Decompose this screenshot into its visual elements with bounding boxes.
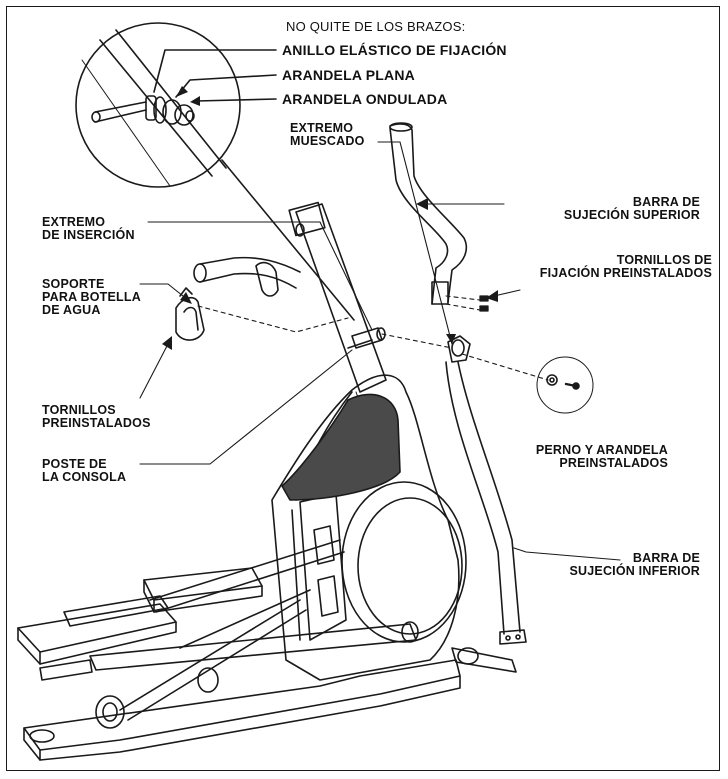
console-mast bbox=[288, 201, 387, 393]
label-arandela-ondulada: ARANDELA ONDULADA bbox=[282, 91, 448, 107]
set-screws bbox=[479, 295, 489, 312]
lower-handlebar-arm bbox=[445, 335, 527, 645]
insertion-end-stub bbox=[351, 327, 386, 349]
label-perno-arandela: PERNO Y ARANDELA PREINSTALADOS bbox=[535, 443, 668, 470]
label-barra-inferior: BARRA DE SUJECIÓN INFERIOR bbox=[569, 551, 700, 578]
label-barra-superior: BARRA DE SUJECIÓN SUPERIOR bbox=[563, 195, 700, 222]
detail-leader-line bbox=[221, 159, 355, 321]
pedal-right bbox=[143, 567, 263, 613]
shroud-dark-panel bbox=[281, 393, 401, 501]
arandela-plana-leader bbox=[175, 74, 277, 98]
bolt-washer-detail bbox=[536, 356, 594, 414]
alignment-dashes bbox=[197, 295, 549, 381]
water-bottle-holder bbox=[175, 287, 205, 341]
label-poste-consola: POSTE DE LA CONSOLA bbox=[42, 457, 127, 484]
flywheel-disc bbox=[341, 481, 467, 643]
label-extremo-insercion: EXTREMO DE INSERCIÓN bbox=[42, 215, 135, 242]
label-tornillos-fijacion: TORNILLOS DE FIJACIÓN PREINSTALADOS bbox=[539, 253, 712, 280]
label-soporte-botella: SOPORTE PARA BOTELLA DE AGUA bbox=[42, 277, 141, 317]
detail-magnifier-circle bbox=[75, 22, 241, 188]
label-anillo-elastico: ANILLO ELÁSTICO DE FIJACIÓN bbox=[282, 42, 507, 58]
crank-arms bbox=[89, 539, 419, 721]
label-arandela-plana: ARANDELA PLANA bbox=[282, 67, 415, 83]
base-frame bbox=[23, 647, 517, 761]
label-extremo-muescado: EXTREMO MUESCADO bbox=[290, 121, 365, 148]
header-no-quite: NO QUITE DE LOS BRAZOS: bbox=[286, 19, 466, 34]
label-tornillos-preinstalados: TORNILLOS PREINSTALADOS bbox=[42, 403, 151, 430]
upper-handlebar-arm bbox=[389, 122, 468, 305]
top-handlebar bbox=[193, 256, 301, 297]
anillo-leader bbox=[153, 49, 277, 93]
arandela-ondulada-leader bbox=[195, 98, 277, 102]
annotation-leaders bbox=[139, 141, 621, 561]
